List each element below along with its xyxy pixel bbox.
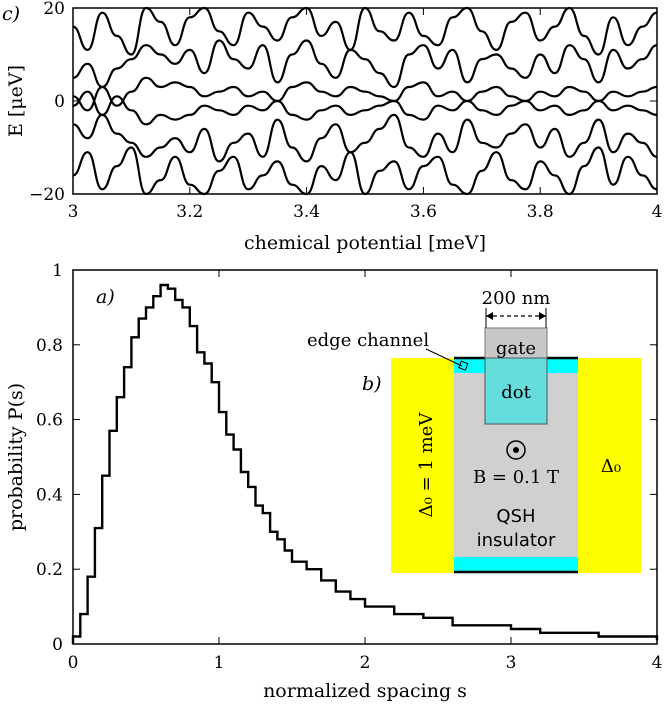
- panel-a-tag: a): [96, 286, 115, 308]
- left-lead-label: Δ₀ = 1 meV: [416, 412, 437, 518]
- right-lead: [578, 358, 641, 573]
- panel-c-x-ticks: 3 3.2 3.4 3.6 3.8 4: [68, 8, 663, 222]
- gate-label: gate: [496, 338, 536, 359]
- dot-label: dot: [501, 382, 531, 403]
- panel-c-series-line-6: [72, 146, 658, 196]
- panel-a-x-ticks: 0 1 2 3 4: [68, 270, 663, 673]
- material-label-line2: insulator: [477, 530, 556, 551]
- material-label-line1: QSH: [496, 506, 535, 527]
- left-lead: [391, 358, 454, 573]
- panel-a-y-tick-label: 0.8: [36, 336, 63, 356]
- panel-c-y-tick-label: 20: [43, 0, 65, 19]
- panel-c-spectrum: 3 3.2 3.4 3.6 3.8 4 20 0 −20 c) chemical potent…: [2, 0, 662, 254]
- panel-c-frame: [72, 7, 658, 195]
- panel-a-y-tick-label: 0: [52, 635, 63, 655]
- panel-c-series-line-1: [72, 6, 658, 56]
- panel-a-distribution: 0 1 2 3 4 0 0.2 0.4 0.6 0.8 1 a) normalized spaci…: [5, 261, 662, 702]
- panel-a-x-tick-label: 0: [68, 653, 79, 673]
- panel-c-x-tick-label: 3.8: [527, 202, 554, 222]
- panel-c-y-tick-label: 0: [54, 92, 65, 112]
- panel-c-x-tick-label: 3.6: [410, 202, 437, 222]
- edge-channel-label: edge channel: [307, 330, 429, 351]
- edge-channel-bottom: [454, 557, 578, 572]
- panel-a-x-tick-label: 3: [506, 653, 517, 673]
- panel-c-series-line-3: [72, 76, 658, 112]
- scale-bar-left-arrow: [486, 312, 493, 320]
- panel-a-y-ticks: 0 0.2 0.4 0.6 0.8 1: [36, 261, 657, 655]
- field-label: B = 0.1 T: [473, 467, 559, 488]
- right-lead-label: Δ₀: [601, 456, 621, 477]
- quantum-dot: [484, 357, 548, 425]
- panel-a-x-tick-label: 2: [360, 653, 371, 673]
- panel-c-x-axis-label: chemical potential [meV]: [244, 232, 486, 254]
- field-direction-icon: [506, 440, 526, 460]
- edge-channel-pointer: [425, 348, 463, 367]
- panel-c-tag: c): [2, 3, 20, 25]
- panel-c-series-line-2: [72, 39, 658, 89]
- panel-a-y-axis-label: probability P(s): [5, 383, 27, 531]
- panel-a-y-tick-label: 1: [52, 261, 63, 281]
- panel-a-x-tick-label: 1: [214, 653, 225, 673]
- panel-c-y-ticks: 20 0 −20: [29, 0, 657, 205]
- panel-a-histogram-line: [71, 283, 659, 644]
- panel-c-y-tick-label: −20: [29, 185, 65, 205]
- panel-c-series-line-4: [72, 90, 658, 126]
- inset-device-schematic: 200 nm gate dot edge channel B = 0.1 T Q…: [307, 288, 641, 574]
- field-direction-dot: [513, 447, 519, 453]
- edge-channel-marker: [458, 360, 469, 371]
- panel-c-series-line-5: [72, 113, 658, 163]
- panel-a-y-tick-label: 0.2: [36, 560, 63, 580]
- panel-a-y-tick-label: 0.6: [36, 411, 63, 431]
- panel-c-x-tick-label: 3.2: [176, 202, 203, 222]
- panel-c-x-tick-label: 3: [68, 202, 79, 222]
- panel-a-x-tick-label: 4: [652, 653, 663, 673]
- scale-bar-label: 200 nm: [482, 288, 551, 309]
- panel-a-y-tick-label: 0.4: [36, 485, 63, 505]
- panel-a-x-axis-label: normalized spacing s: [263, 680, 467, 702]
- scale-bar-right-arrow: [539, 312, 546, 320]
- panel-c-x-tick-label: 3.4: [293, 202, 320, 222]
- panel-c-y-axis-label: E [μeV]: [5, 65, 27, 137]
- panel-b-tag: b): [362, 373, 382, 395]
- panel-c-series-group: [72, 6, 658, 196]
- panel-c-x-tick-label: 4: [652, 202, 663, 222]
